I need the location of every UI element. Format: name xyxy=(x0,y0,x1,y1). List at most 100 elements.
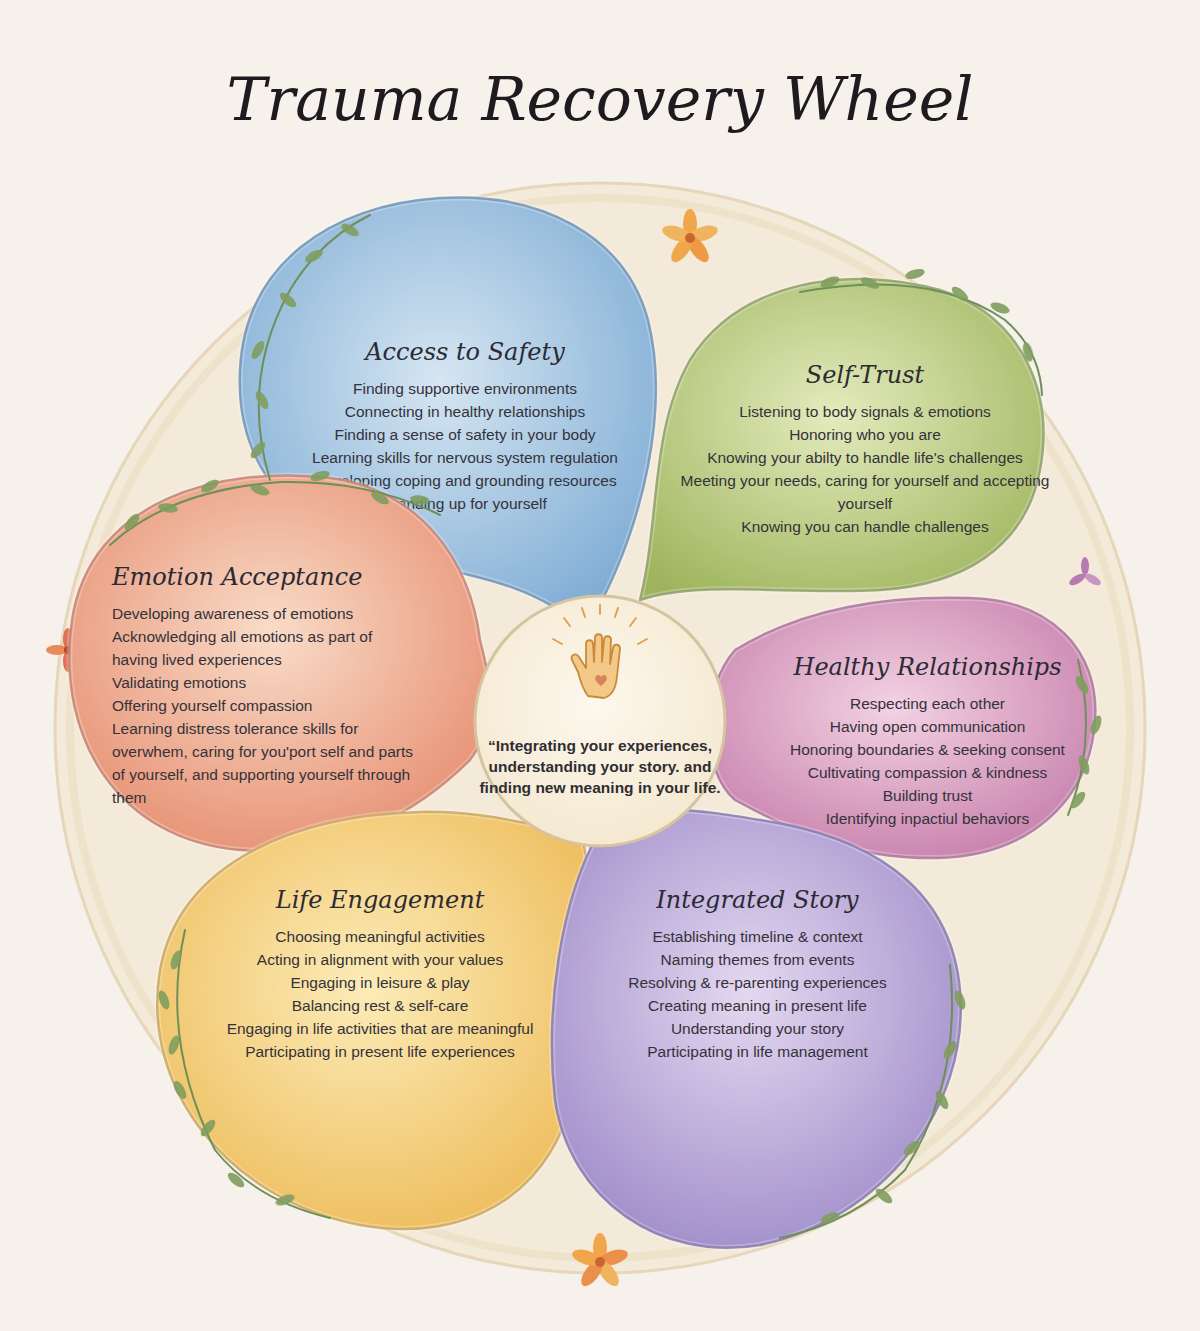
segment-item: Learning distress tolerance skills for o… xyxy=(112,717,417,809)
leaf xyxy=(1021,341,1035,363)
text-area: Healthy RelationshipsRespecting each oth… xyxy=(765,650,1090,830)
leaf xyxy=(156,989,171,1011)
leaves xyxy=(122,221,1104,1226)
petal-shape xyxy=(157,812,590,1229)
segment-item: Acting in alignment with your values xyxy=(195,948,565,971)
segment-item: Acknowledging all emotions as part of ha… xyxy=(112,625,417,671)
hand-icon xyxy=(553,605,647,698)
ray xyxy=(630,618,636,626)
segment-heading: Integrated Story xyxy=(585,883,930,917)
segment-item: Establishing timeline & context xyxy=(585,925,930,948)
ray xyxy=(599,605,601,614)
leaf xyxy=(904,267,926,281)
segment-outline xyxy=(472,593,728,849)
leaf xyxy=(873,1186,894,1206)
wheel-rim xyxy=(70,198,1130,1258)
segment-item: Listening to body signals & emotions xyxy=(680,400,1050,423)
ray xyxy=(564,618,570,626)
segment-heading: Life Engagement xyxy=(195,883,565,917)
segment-item: Engaging in life activities that are mea… xyxy=(195,1017,565,1040)
segment-item: Having open communication xyxy=(765,715,1090,738)
leaf xyxy=(157,502,178,514)
segment-item: Honoring who you are xyxy=(680,423,1050,446)
leaf xyxy=(309,469,331,483)
segment-item: Understanding your story xyxy=(585,1017,930,1040)
vine-stem xyxy=(800,284,1042,395)
leaf xyxy=(1088,714,1103,736)
leaf xyxy=(1076,754,1091,776)
segment-item: Participating in present life experience… xyxy=(195,1040,565,1063)
leaf xyxy=(168,949,183,971)
center-disc xyxy=(475,596,725,846)
leaf xyxy=(274,1192,296,1207)
text-area: Self-TrustListening to body signals & em… xyxy=(680,358,1050,538)
vine-stem xyxy=(177,930,330,1218)
hand xyxy=(572,634,620,698)
petal-segment: Self-TrustListening to body signals & em… xyxy=(630,260,1060,605)
segment-item: Creating meaning in present life xyxy=(585,994,930,1017)
leaf xyxy=(819,1210,841,1225)
segment-item: Building trust xyxy=(765,784,1090,807)
segment-item: Resolving & re-parenting experiences xyxy=(585,971,930,994)
leaf xyxy=(369,489,391,507)
ray xyxy=(582,608,585,617)
vine-stem xyxy=(110,482,440,545)
petal-sheen xyxy=(157,812,590,1229)
text-area: Emotion AcceptanceDeveloping awareness o… xyxy=(112,560,417,809)
petal-sheen xyxy=(69,475,490,850)
leaf xyxy=(952,989,967,1011)
segment-item: Honoring boundaries & seeking consent xyxy=(765,738,1090,761)
leaf xyxy=(198,1117,218,1138)
leaf xyxy=(933,1089,951,1111)
leaf xyxy=(1073,674,1091,696)
flower-center xyxy=(685,233,695,243)
leaf xyxy=(989,300,1011,315)
center-quote: “Integrating your experiences, understan… xyxy=(475,735,725,798)
ray xyxy=(638,639,647,644)
petal-shape xyxy=(552,810,961,1248)
segment-item: Naming themes from events xyxy=(585,948,930,971)
flower xyxy=(660,209,719,266)
segment-item: Developing awareness of emotions xyxy=(112,602,417,625)
vine-stem xyxy=(1068,660,1086,815)
flower-petal xyxy=(1081,557,1089,575)
center-circle: “Integrating your experiences, understan… xyxy=(472,593,728,849)
segment-item: Offering yourself compassion xyxy=(112,694,417,717)
leaf xyxy=(249,339,267,361)
diagram-title: Trauma Recovery Wheel xyxy=(0,64,1200,134)
petal-segment: Life EngagementChoosing meaningful activ… xyxy=(135,800,605,1245)
flower-center xyxy=(595,1257,605,1267)
flower-petal xyxy=(1083,572,1103,588)
leaf xyxy=(248,439,268,460)
segment-heading: Emotion Acceptance xyxy=(112,560,417,594)
flower xyxy=(570,1233,629,1290)
segment-item: Connecting in healthy relationships xyxy=(285,400,645,423)
segment-item: Participating in life management xyxy=(585,1040,930,1063)
leaf xyxy=(303,247,325,265)
segment-item: Balancing rest & self-care xyxy=(195,994,565,1017)
ray xyxy=(553,639,562,644)
segment-item: Identifying inpactiul behaviors xyxy=(765,807,1090,830)
segment-item: Engaging in leisure & play xyxy=(195,971,565,994)
leaf xyxy=(941,1039,959,1061)
leaf xyxy=(859,275,881,292)
leaf xyxy=(166,1034,181,1056)
segment-item: Learning skills for nervous system regul… xyxy=(285,446,645,469)
segment-item: Finding supportive environments xyxy=(285,377,645,400)
heart xyxy=(595,675,607,686)
leaf xyxy=(1068,789,1088,810)
segment-item: Knowing you can handle challenges xyxy=(680,515,1050,538)
text-area: Life EngagementChoosing meaningful activ… xyxy=(195,883,565,1063)
leaf xyxy=(339,221,361,239)
leaf xyxy=(253,389,271,411)
petal-segment: Emotion AcceptanceDeveloping awareness o… xyxy=(55,460,500,865)
leaf xyxy=(225,1170,246,1190)
leaf xyxy=(171,1079,189,1101)
leaf xyxy=(277,290,298,310)
flower xyxy=(1067,557,1102,587)
petal-shape xyxy=(69,475,490,850)
segment-item: Respecting each other xyxy=(765,692,1090,715)
segment-item: Meeting your needs, caring for yourself … xyxy=(680,469,1050,515)
ray xyxy=(615,608,618,617)
